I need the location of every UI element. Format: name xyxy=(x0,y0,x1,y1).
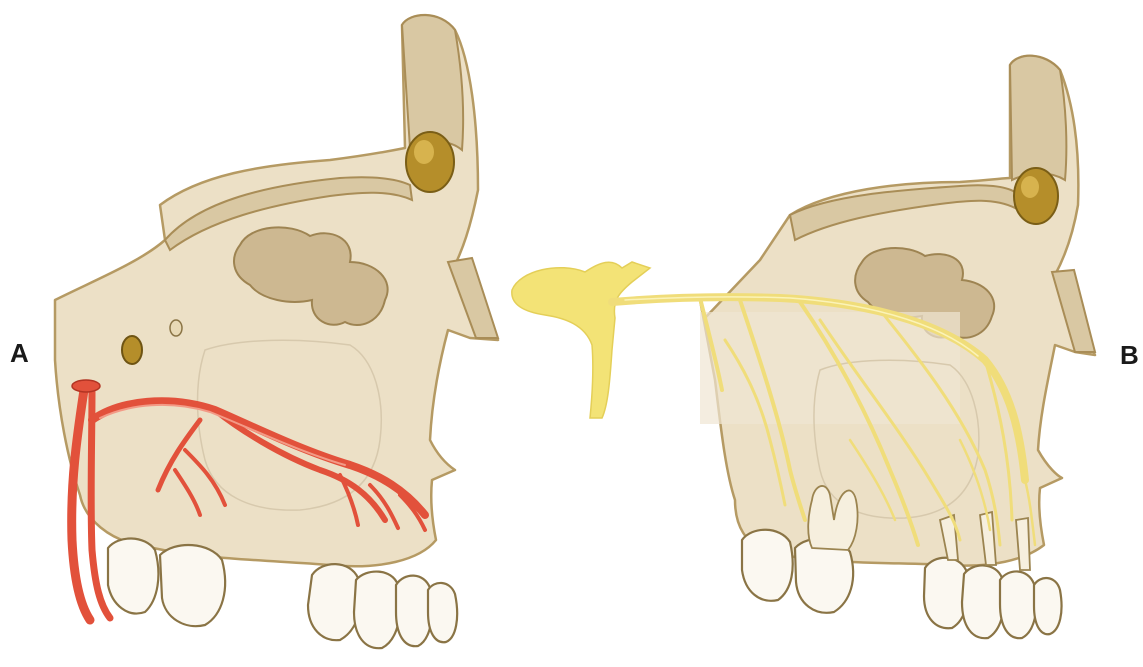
nasolacrimal-foramen-a xyxy=(406,132,454,192)
tooth-a-3 xyxy=(308,564,361,640)
frontal-process-b xyxy=(1010,56,1066,180)
foramen-highlight-b xyxy=(1021,176,1039,198)
panel-label-b: B xyxy=(1120,340,1139,371)
tooth-b-5 xyxy=(1000,571,1036,638)
small-foramen-a xyxy=(170,320,182,336)
tooth-b-6 xyxy=(1034,578,1062,634)
artery-a-cut-end xyxy=(72,380,100,392)
tooth-a-1 xyxy=(108,538,158,613)
tooth-a-6 xyxy=(428,583,457,642)
tooth-a-2 xyxy=(160,545,225,626)
panel-b-maxilla xyxy=(512,56,1095,638)
tooth-a-4 xyxy=(354,572,400,649)
nasolacrimal-foramen-b xyxy=(1014,168,1058,224)
frontal-process-a xyxy=(402,15,463,150)
infraorbital-foramen-a xyxy=(122,336,142,364)
nerve-region-overlay-b xyxy=(700,312,960,424)
panel-a-maxilla xyxy=(55,15,498,648)
pterygopalatine-ganglion xyxy=(512,262,650,418)
tooth-b-4 xyxy=(962,565,1004,638)
panel-label-a: A xyxy=(10,338,29,369)
foramen-highlight-a xyxy=(414,140,434,164)
tooth-b-1 xyxy=(742,530,793,601)
